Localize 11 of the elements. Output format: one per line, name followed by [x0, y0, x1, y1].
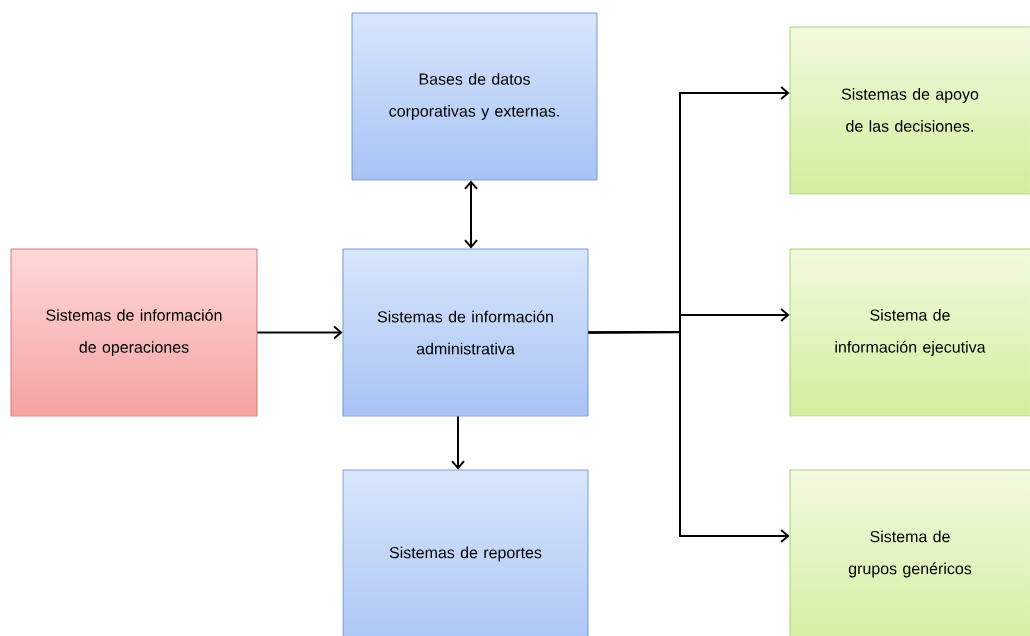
process-box: Sistemas de reportes	[342, 469, 589, 636]
arrow	[451, 415, 465, 470]
process-box: Bases de datos corporativas y externas.	[351, 12, 598, 181]
process-box: Sistemas de apoyo de las decisiones.	[789, 26, 1030, 195]
process-box: Sistemas de información administrativa	[342, 248, 589, 417]
process-box: Sistemas de información de operaciones	[10, 248, 258, 417]
arrow	[256, 325, 343, 340]
process-box: Sistema de grupos genéricos	[789, 469, 1030, 636]
arrow	[587, 330, 790, 543]
arrow	[464, 180, 478, 249]
process-box: Sistema de información ejecutiva	[789, 248, 1030, 417]
